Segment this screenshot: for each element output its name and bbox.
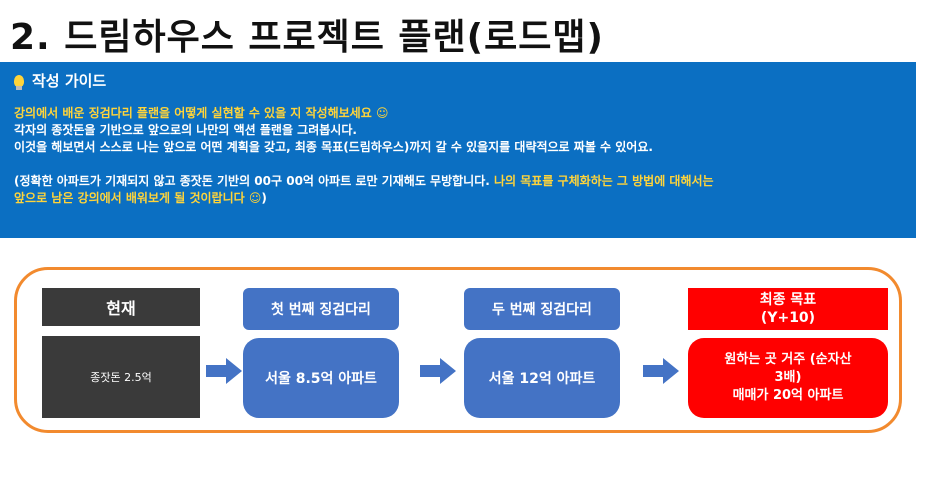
guide-note-close: ) <box>261 191 267 205</box>
final-goal-title: 최종 목표 <box>759 292 817 308</box>
step1-header: 첫 번째 징검다리 <box>243 288 399 330</box>
guide-line-5: 앞으로 남은 강의에서 배워보게 될 것이랍니다 ☺) <box>14 190 902 207</box>
final-goal-year: (Y+10) <box>760 310 816 326</box>
guide-line-1: 강의에서 배운 징검다리 플랜을 어떻게 실현할 수 있을 지 작성해보세요 ☺ <box>14 106 389 120</box>
guide-line-3: 이것을 해보면서 스스로 나는 앞으로 어떤 계획을 갖고, 최종 목표(드림하… <box>14 140 653 154</box>
writing-guide-panel: 작성 가이드 강의에서 배운 징검다리 플랜을 어떻게 실현할 수 있을 지 작… <box>0 62 916 238</box>
step1-body: 서울 8.5억 아파트 <box>243 338 399 418</box>
right-arrow-icon <box>643 358 679 384</box>
final-goal-header: 최종 목표 (Y+10) <box>688 288 888 330</box>
roadmap-frame <box>14 267 902 433</box>
final-goal-line-3: 매매가 20억 아파트 <box>732 388 844 403</box>
page-title: 2. 드림하우스 프로젝트 플랜(로드맵) <box>10 17 604 58</box>
final-goal-line-2: 3배) <box>774 370 802 385</box>
current-body: 종잣돈 2.5억 <box>42 336 200 418</box>
guide-note-yellow: 나의 목표를 구체화하는 그 방법에 대해서는 <box>493 174 714 188</box>
guide-note-white: (정확한 아파트가 기재되지 않고 종잣돈 기반의 00구 00억 아파트 로만… <box>14 174 494 188</box>
lightbulb-icon <box>14 74 24 90</box>
final-goal-line-1: 원하는 곳 거주 (순자산 <box>724 352 852 367</box>
right-arrow-icon <box>420 358 456 384</box>
guide-line-4: (정확한 아파트가 기재되지 않고 종잣돈 기반의 00구 00억 아파트 로만… <box>14 173 902 190</box>
step2-header: 두 번째 징검다리 <box>464 288 620 330</box>
final-goal-body: 원하는 곳 거주 (순자산 3배) 매매가 20억 아파트 <box>688 338 888 418</box>
right-arrow-icon <box>206 358 242 384</box>
guide-header: 작성 가이드 <box>14 70 902 91</box>
guide-note-yellow-2: 앞으로 남은 강의에서 배워보게 될 것이랍니다 ☺ <box>14 191 262 205</box>
current-header: 현재 <box>42 288 200 326</box>
guide-heading: 작성 가이드 <box>32 72 107 90</box>
step2-body: 서울 12억 아파트 <box>464 338 620 418</box>
guide-line-2: 각자의 종잣돈을 기반으로 앞으로의 나만의 액션 플랜을 그려봅시다. <box>14 123 357 137</box>
